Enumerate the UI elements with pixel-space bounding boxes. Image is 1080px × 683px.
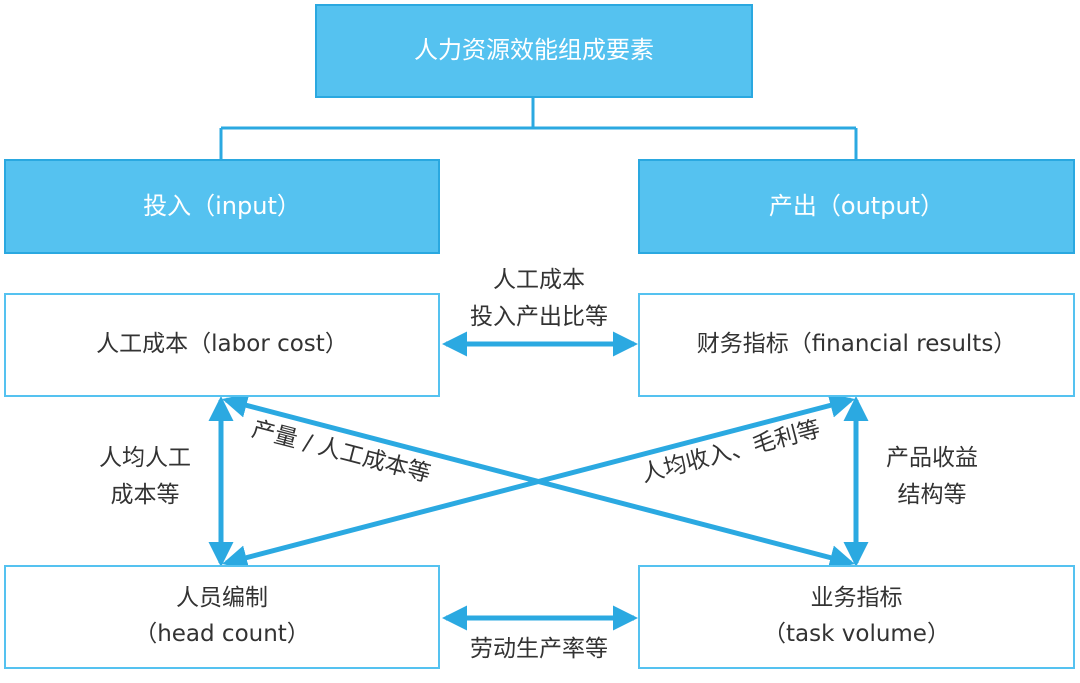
node-head-count-line1: 人员编制 [176, 585, 268, 612]
node-financial-results-label: 财务指标（financial results） [696, 331, 1017, 358]
node-financial-results: 财务指标（financial results） [638, 293, 1075, 397]
node-labor-cost-label: 人工成本（labor cost） [96, 331, 348, 358]
node-input: 投入（input） [4, 159, 440, 254]
node-task-volume: 业务指标 （task volume） [638, 565, 1075, 669]
node-output-label: 产出（output） [768, 191, 945, 220]
node-output: 产出（output） [638, 159, 1075, 254]
label-cost-headcount-line2: 成本等 [110, 481, 180, 508]
label-cost-financial-line1: 人工成本 [493, 267, 585, 293]
label-financial-task: 产品收益 结构等 [862, 440, 1002, 514]
label-cost-financial: 人工成本 投入产出比等 [440, 262, 638, 336]
node-root-label: 人力资源效能组成要素 [414, 36, 654, 65]
label-cost-headcount-line1: 人均人工 [99, 445, 191, 471]
label-headcount-task: 劳动生产率等 [470, 636, 608, 662]
label-cost-financial-line2: 投入产出比等 [470, 303, 608, 330]
node-labor-cost: 人工成本（labor cost） [4, 293, 440, 397]
arrow-diag-headcount-financial [222, 393, 855, 570]
node-root: 人力资源效能组成要素 [315, 4, 753, 98]
node-head-count-line2: （head count） [134, 621, 310, 647]
label-financial-task-line1: 产品收益 [886, 445, 978, 471]
node-task-volume-line2: （task volume） [763, 621, 950, 647]
label-financial-task-line2: 结构等 [897, 481, 967, 508]
node-task-volume-line1: 业务指标 [810, 585, 903, 612]
node-head-count: 人员编制 （head count） [4, 565, 440, 669]
label-cost-headcount: 人均人工 成本等 [75, 440, 215, 514]
node-input-label: 投入（input） [143, 191, 301, 220]
